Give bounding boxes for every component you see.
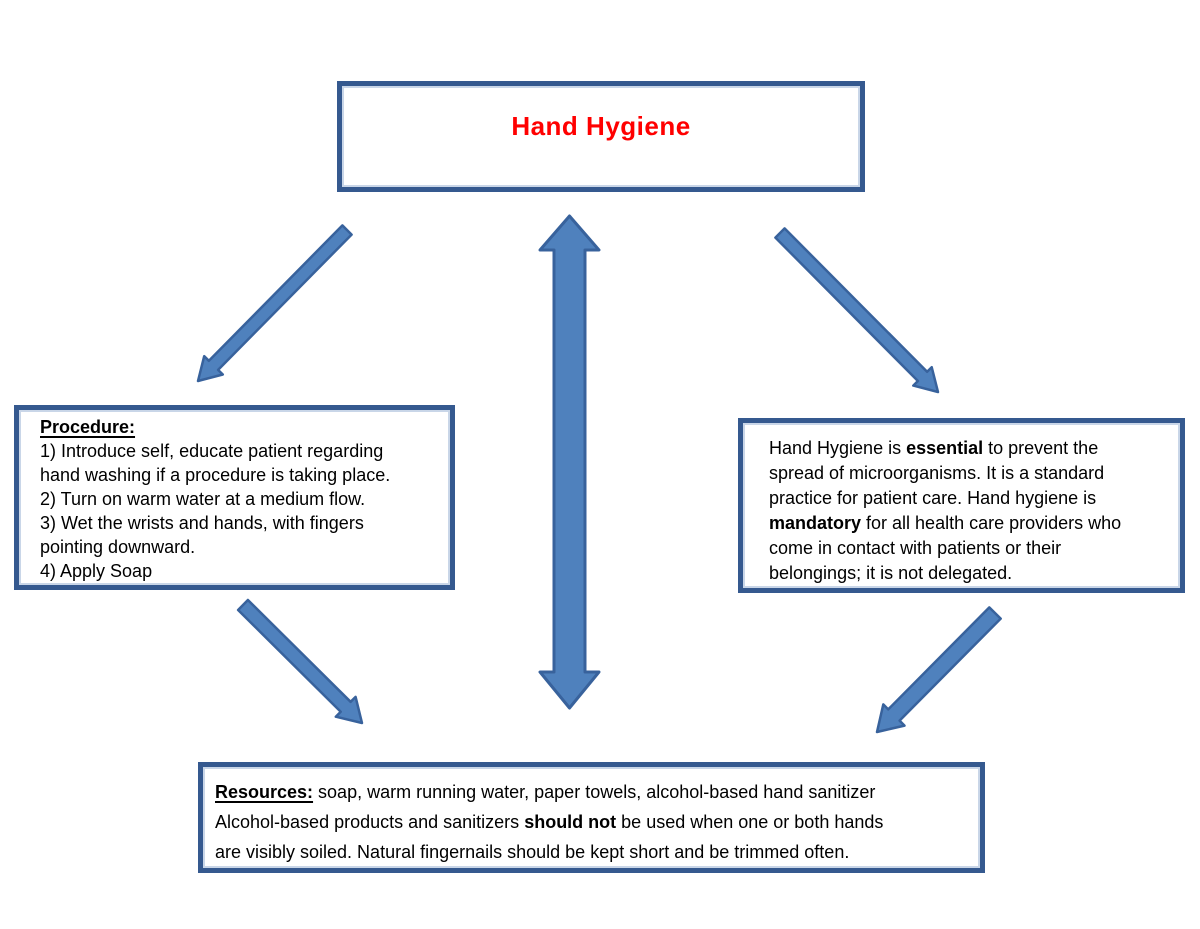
text-segment: soap, warm running water, paper towels, …	[313, 782, 876, 802]
procedure-step-line: 3) Wet the wrists and hands, with finger…	[40, 513, 364, 533]
text-segment: be used when one or both hands	[616, 812, 884, 832]
text-segment: for all health care providers who	[861, 513, 1122, 533]
resources-box: Resources: soap, warm running water, pap…	[198, 762, 985, 873]
text-segment: Alcohol-based products and sanitizers	[215, 812, 525, 832]
procedure-box: Procedure: 1) Introduce self, educate pa…	[14, 405, 455, 590]
info-box: Hand Hygiene is essential to prevent the…	[738, 418, 1185, 593]
procedure-step-line: 4) Apply Soap	[40, 561, 153, 581]
procedure-step-line: 1) Introduce self, educate patient regar…	[40, 441, 384, 461]
text-segment-bold: essential	[906, 438, 984, 458]
procedure-heading: Procedure:	[40, 417, 136, 437]
resources-heading: Resources:	[215, 782, 314, 802]
procedure-step-line: 2) Turn on warm water at a medium flow.	[40, 489, 366, 509]
diagram-title: Hand Hygiene	[511, 111, 691, 141]
arrow-title-to-procedure-icon	[196, 224, 353, 383]
text-segment: Hand Hygiene is	[769, 438, 907, 458]
text-segment-bold: mandatory	[769, 513, 862, 533]
text-segment: belongings; it is not delegated.	[769, 563, 1013, 583]
arrow-title-resources-double-icon	[538, 214, 601, 710]
text-segment-bold: should not	[524, 812, 617, 832]
text-segment: practice for patient care. Hand hygiene …	[769, 488, 1097, 508]
arrow-procedure-to-resources-icon	[236, 598, 364, 725]
text-segment: are visibly soiled. Natural fingernails …	[215, 842, 850, 862]
procedure-step-line: hand washing if a procedure is taking pl…	[40, 465, 391, 485]
procedure-step-line: pointing downward.	[40, 537, 196, 557]
text-segment: come in contact with patients or their	[769, 538, 1062, 558]
title-box: Hand Hygiene	[337, 81, 865, 192]
arrow-info-to-resources-icon	[875, 606, 1002, 734]
arrow-title-to-info-icon	[774, 227, 940, 394]
text-segment: to prevent the	[983, 438, 1099, 458]
text-segment: spread of microorganisms. It is a standa…	[769, 463, 1105, 483]
